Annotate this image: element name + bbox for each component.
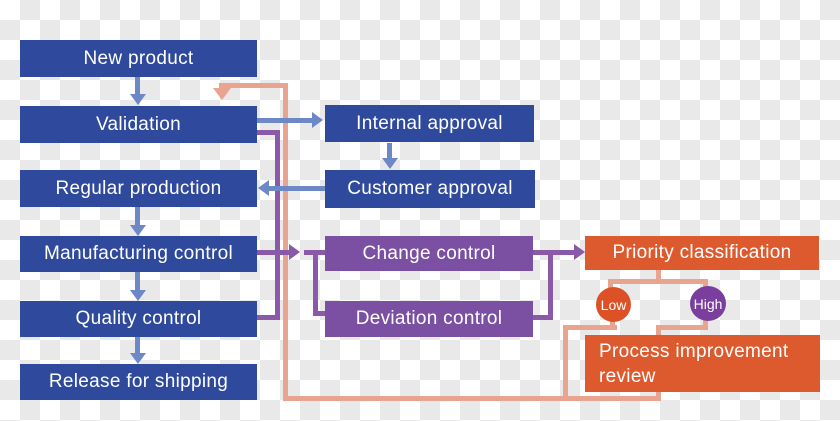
edge-internal-customer: [387, 143, 392, 158]
edge-split-to-low: [608, 279, 613, 289]
edge-bracket-vertical: [313, 250, 318, 316]
arrowhead-down-quality-icon: [130, 290, 146, 301]
edge-feedback-bottom: [283, 396, 661, 401]
node-high-badge: High: [690, 286, 726, 321]
edge-to-priority-shaft: [548, 250, 574, 255]
edge-high-horizontal: [656, 325, 708, 330]
node-deviation-control: Deviation control: [325, 301, 533, 337]
edge-low-horizontal: [563, 325, 617, 330]
edge-bracket-bottom: [313, 311, 325, 316]
node-low-badge: Low: [596, 287, 631, 322]
edge-quality-stub: [257, 315, 280, 320]
node-process-improvement-review: Process improvement review: [585, 335, 820, 392]
edge-validation-stub: [257, 130, 280, 135]
edge-change-stub: [533, 250, 553, 255]
edge-low-join-vertical: [563, 325, 568, 401]
edge-customer-regular: [269, 186, 325, 191]
arrowhead-right-internal-icon: [312, 112, 323, 128]
edge-low-bottom-drop: [610, 320, 615, 330]
edge-high-drop: [703, 318, 708, 330]
node-release-for-shipping: Release for shipping: [20, 364, 257, 400]
node-manufacturing-control: Manufacturing control: [20, 236, 257, 272]
edge-collector-vertical: [275, 130, 280, 320]
arrowhead-down-release-icon: [130, 353, 146, 364]
arrowhead-down-validation-icon: [130, 94, 146, 105]
arrowhead-down-manufacturing-icon: [130, 225, 146, 236]
edge-review-output-drop: [656, 392, 661, 401]
arrowhead-down-into-validation-icon: [213, 88, 231, 100]
node-new-product: New product: [20, 40, 257, 77]
edge-newproduct-validation: [135, 77, 140, 95]
edge-validation-internal: [257, 118, 312, 123]
edge-priority-split-stem: [656, 270, 661, 284]
edge-split-to-high: [703, 279, 708, 288]
edge-manufacturing-quality: [135, 272, 140, 290]
arrowhead-right-into-priority-icon: [574, 244, 585, 260]
edge-high-into-review: [656, 325, 661, 337]
node-internal-approval: Internal approval: [325, 105, 534, 142]
node-customer-approval: Customer approval: [325, 170, 535, 208]
arrowhead-down-customer-icon: [382, 158, 398, 169]
arrowhead-left-regular-icon: [258, 180, 269, 196]
edge-regular-manufacturing: [135, 207, 140, 225]
edge-priority-split-horizontal: [608, 279, 708, 284]
edge-feedback-top: [219, 83, 288, 88]
node-change-control: Change control: [325, 236, 533, 271]
edge-quality-release: [135, 337, 140, 353]
edge-join-vertical: [548, 250, 553, 320]
node-priority-classification: Priority classification: [585, 236, 819, 270]
edge-deviation-stub: [533, 315, 553, 320]
node-validation: Validation: [20, 106, 257, 143]
edge-manufacturing-arrow-shaft: [257, 250, 289, 255]
arrowhead-right-into-bracket-icon: [289, 244, 300, 260]
edge-feedback-left-vertical: [283, 83, 288, 401]
node-regular-production: Regular production: [20, 170, 257, 207]
node-quality-control: Quality control: [20, 301, 257, 337]
